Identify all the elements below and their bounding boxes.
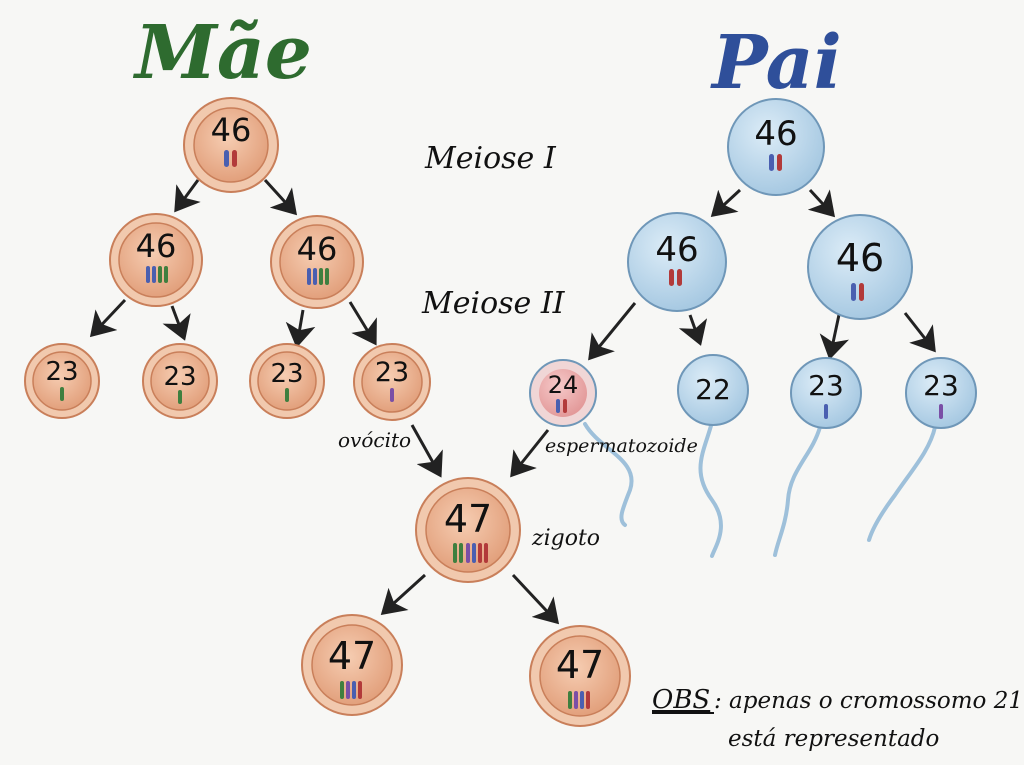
label-meiosis-1: Meiose I [424, 141, 557, 176]
mother-root-cell: 46 [183, 97, 279, 193]
chromosome-icon [390, 388, 394, 402]
chromosome-icon [307, 268, 329, 285]
chromosome-icon [178, 390, 182, 404]
svg-text:23: 23 [270, 359, 303, 389]
svg-text:23: 23 [163, 362, 196, 392]
father-gamete-3-sperm: 23 [790, 357, 862, 429]
father-gamete-1-sperm: 24 [529, 359, 597, 427]
chromosome-icon [939, 404, 943, 419]
svg-text:46: 46 [754, 114, 797, 154]
svg-text:46: 46 [836, 236, 884, 280]
svg-text:47: 47 [328, 634, 376, 678]
father-root-cell: 46 [727, 98, 825, 196]
chromosome-icon [224, 150, 237, 167]
chromosome-icon [556, 399, 567, 413]
daughter-cell-right: 47 [529, 625, 631, 727]
mother-meiosis1-cell-right: 46 [270, 215, 364, 309]
chromosome-icon [769, 154, 782, 171]
svg-text:24: 24 [548, 371, 579, 399]
obs-line-2: está representado [728, 726, 939, 752]
label-meiosis-2: Meiose II [421, 286, 566, 321]
father-meiosis1-cell-right: 46 [807, 214, 913, 320]
svg-text:23: 23 [923, 369, 959, 402]
mother-gamete-4-oocyte: 23 [353, 343, 431, 421]
chromosome-icon [568, 691, 590, 709]
chromosome-icon [285, 388, 289, 402]
chromosome-icon [340, 681, 362, 699]
obs-line-1: : apenas o cromossomo 21 [714, 688, 1023, 714]
chromosome-icon [824, 404, 828, 419]
chromosome-icon [851, 283, 864, 301]
mother-gamete-3: 23 [249, 343, 325, 419]
father-gamete-2-sperm: 22 [677, 354, 749, 426]
svg-text:23: 23 [375, 357, 409, 388]
title-father: Pai [710, 20, 842, 106]
mother-gamete-1: 23 [24, 343, 100, 419]
svg-text:47: 47 [556, 643, 604, 687]
arrows [89, 178, 936, 625]
mother-gamete-2: 23 [142, 343, 218, 419]
chromosome-icon [146, 266, 168, 283]
label-sperm: espermatozoide [545, 435, 698, 457]
svg-text:46: 46 [211, 111, 252, 149]
mother-meiosis1-cell-left: 46 [109, 213, 203, 307]
label-oocyte: ovócito [338, 428, 411, 452]
svg-text:46: 46 [297, 230, 338, 268]
svg-text:23: 23 [45, 357, 78, 387]
daughter-cell-left: 47 [301, 614, 403, 716]
svg-text:23: 23 [808, 369, 844, 402]
svg-text:47: 47 [444, 497, 492, 541]
obs-note: OBS : apenas o cromossomo 21 está repres… [652, 685, 1023, 752]
father-gamete-4-sperm: 23 [905, 357, 977, 429]
chromosome-icon [453, 543, 488, 563]
svg-text:22: 22 [695, 373, 731, 406]
label-zygote: zigoto [531, 526, 600, 551]
title-mother: Mãe [132, 10, 312, 96]
chromosome-icon [669, 269, 682, 286]
sperm-tails [583, 420, 937, 558]
svg-text:46: 46 [655, 230, 698, 270]
svg-text:46: 46 [136, 227, 177, 265]
zygote-cell: 47 [415, 477, 521, 583]
father-meiosis1-cell-left: 46 [627, 212, 727, 312]
obs-label: OBS [652, 685, 710, 715]
chromosome-icon [60, 387, 64, 401]
